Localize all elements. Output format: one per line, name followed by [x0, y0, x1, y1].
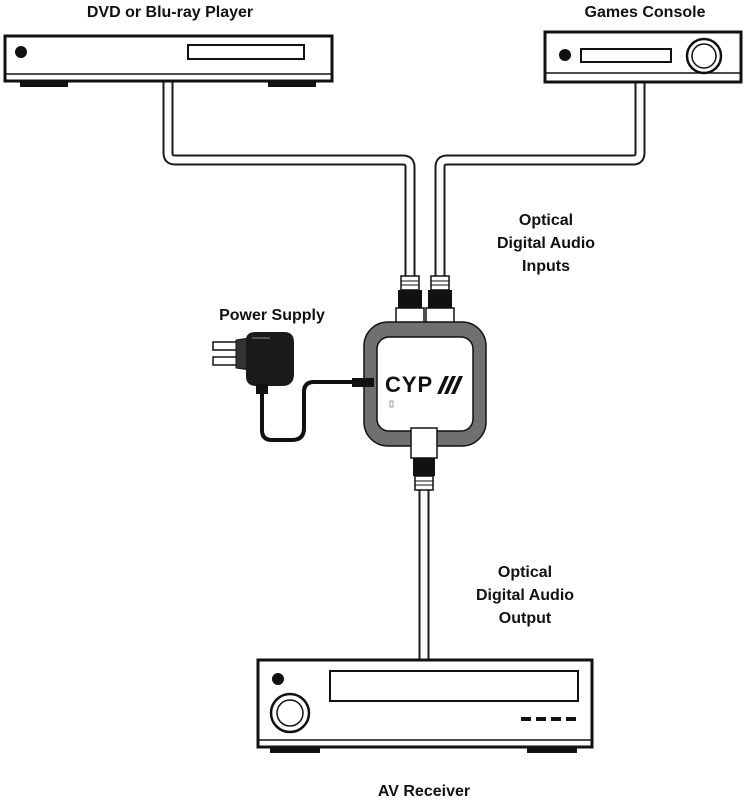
power-supply-label: Power Supply	[219, 307, 325, 324]
output-label-line3: Output	[499, 610, 552, 627]
av-receiver-label: AV Receiver	[378, 783, 470, 800]
power-adapter-icon	[212, 332, 294, 394]
inputs-label-line2: Digital Audio	[497, 235, 595, 252]
output-label-line1: Optical	[498, 564, 552, 581]
power-cable	[260, 380, 352, 442]
led-indicator	[389, 400, 394, 408]
console-optical-cable	[434, 82, 646, 285]
inputs-label-line3: Inputs	[522, 258, 570, 275]
optical-switch-icon: CYP	[352, 321, 487, 447]
dvd-optical-cable	[162, 82, 416, 285]
output-connector	[410, 427, 438, 491]
dvd-player-label: DVD or Blu-ray Player	[87, 4, 253, 21]
games-console-icon	[543, 30, 743, 84]
inputs-label-line1: Optical	[519, 212, 573, 229]
output-label-line2: Digital Audio	[476, 587, 574, 604]
games-console-label: Games Console	[585, 4, 706, 21]
av-receiver-icon	[256, 658, 594, 753]
dvd-player-icon	[3, 34, 334, 87]
optical-cables	[162, 82, 646, 660]
switch-logo: CYP	[385, 372, 433, 397]
